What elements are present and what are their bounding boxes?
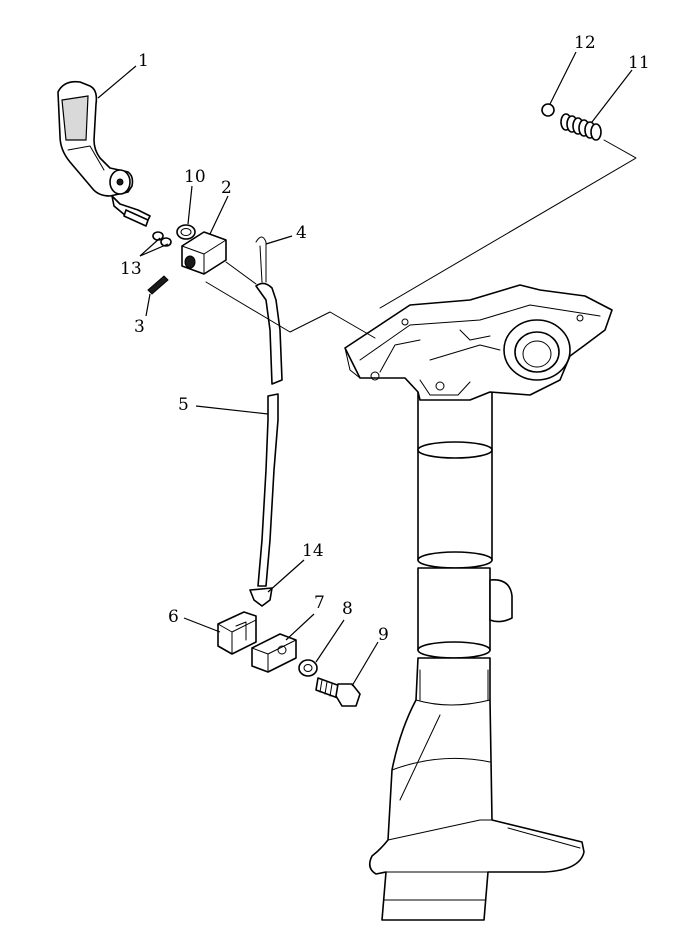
- callout-11: 11: [628, 53, 650, 73]
- leader-lines: [97, 51, 633, 687]
- callout-1: 1: [138, 51, 149, 71]
- part-2-connector: [181, 231, 227, 275]
- swivel-bracket: [344, 284, 613, 401]
- callout-9: 9: [378, 625, 389, 645]
- part-9-bolt: [315, 677, 361, 707]
- assembly-lines: [205, 139, 637, 339]
- callout-3: 3: [134, 317, 145, 337]
- part-1-shift-lever: [57, 80, 151, 227]
- callout-5: 5: [178, 395, 189, 415]
- callout-12: 12: [574, 33, 596, 53]
- callout-10: 10: [184, 167, 206, 187]
- callout-2: 2: [221, 178, 232, 198]
- part-8-washer: [298, 659, 318, 677]
- part-13-washers: [152, 231, 172, 247]
- part-14-rod-end: [249, 587, 273, 607]
- callout-6: 6: [168, 607, 179, 627]
- callout-8: 8: [342, 599, 353, 619]
- lower-casing: [368, 391, 585, 921]
- callout-14: 14: [302, 541, 324, 561]
- callout-7: 7: [314, 593, 325, 613]
- part-11-spring: [560, 113, 602, 141]
- callout-labels: 1 2 3 4 5 6 7 8 9 10 11 12 13 14: [120, 33, 650, 645]
- callout-4: 4: [296, 223, 307, 243]
- part-12-washer: [541, 103, 555, 117]
- part-5-shift-rod: [255, 282, 283, 587]
- part-3-screw: [147, 275, 169, 295]
- part-10-o-ring: [176, 224, 196, 240]
- callout-13: 13: [120, 259, 142, 279]
- part-7-clamp: [251, 633, 297, 673]
- part-6-clamp: [217, 611, 257, 655]
- part-4-cotter-pin: [255, 236, 267, 283]
